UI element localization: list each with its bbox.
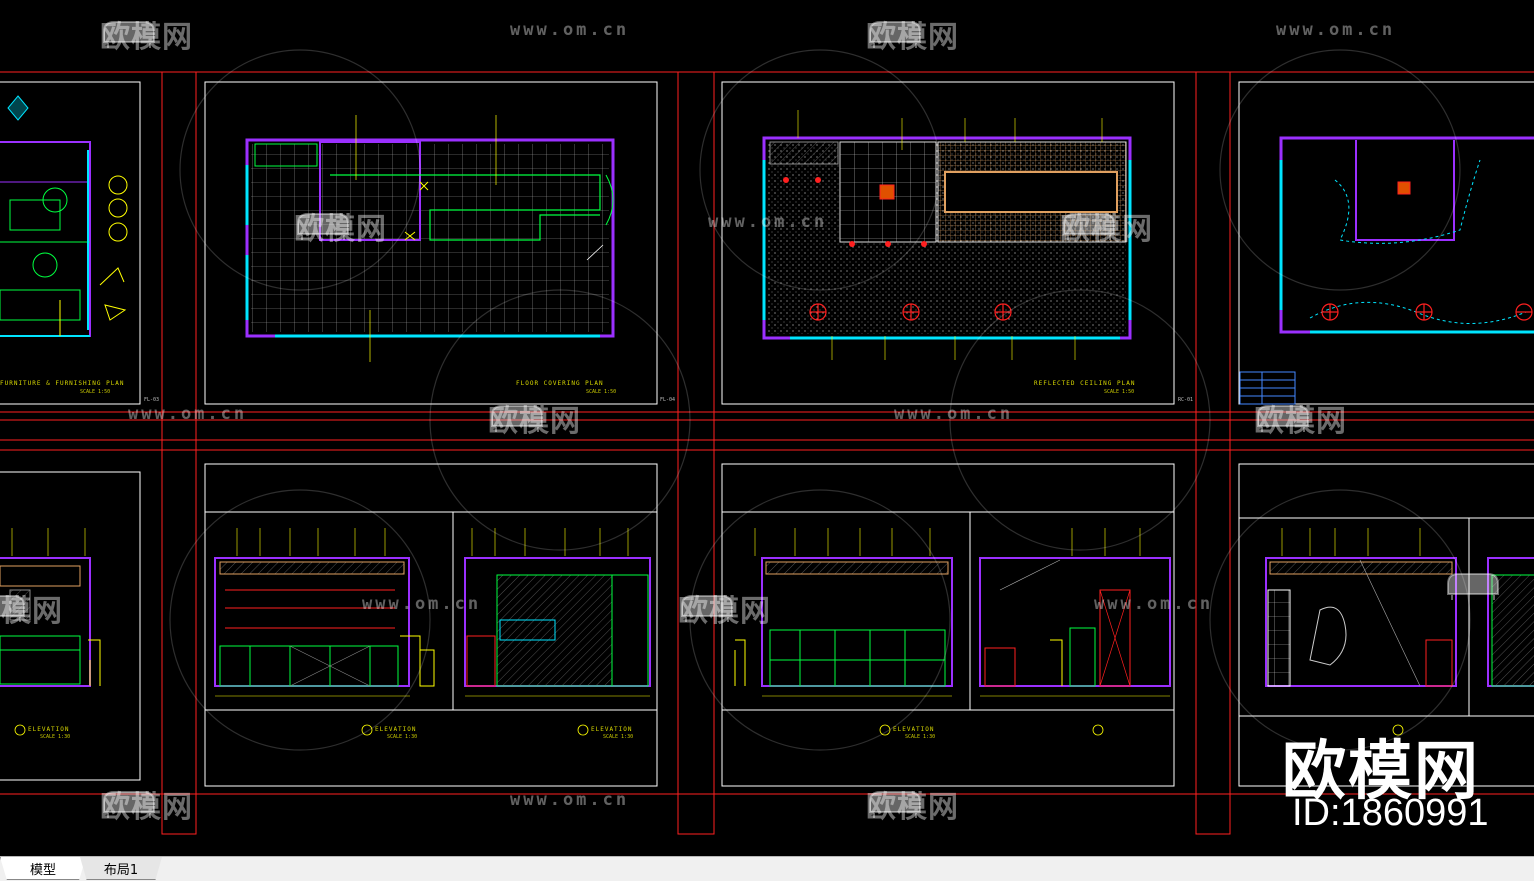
sheet-borders <box>0 81 1534 787</box>
watermark-brand: 欧模网 <box>100 782 193 826</box>
watermark-brand: 欧模网 <box>1060 204 1153 248</box>
watermark: 欧模网 <box>488 396 581 440</box>
watermark-url: www.om.cn <box>510 20 630 40</box>
elevation-3 <box>734 557 1171 687</box>
layout-tab-bar: 模型 布局1 <box>0 856 1534 881</box>
watermark-url: www.om.cn <box>128 404 248 424</box>
sofa-logo-icon <box>103 21 155 48</box>
sofa-logo-icon <box>1257 405 1309 432</box>
sheet-title-elevation-4: ELEVATION <box>893 726 935 733</box>
sheet-frames <box>0 71 1534 835</box>
sofa-logo-icon <box>103 791 155 818</box>
watermark-url: www.om.cn <box>708 212 828 232</box>
sheet-scale-elevation-2: SCALE 1:30 <box>387 734 418 740</box>
sheet-scale-elevation-3: SCALE 1:30 <box>603 734 634 740</box>
reflected-ceiling-plan <box>762 136 1132 340</box>
watermark-brand: 欧模网 <box>488 396 581 440</box>
elevation-1 <box>0 557 101 687</box>
sofa-logo-icon <box>869 21 921 48</box>
watermark-brand: 欧模网 <box>0 594 63 629</box>
watermark: 欧模网 <box>866 782 959 826</box>
tab-model[interactable]: 模型 <box>0 857 86 880</box>
sheet-title-furniture-plan: FURNITURE & FURNISHING PLAN <box>0 380 125 387</box>
dimension-leaders <box>11 110 1421 697</box>
watermark: 欧模网 <box>1254 396 1347 440</box>
watermark-brand: 欧模网 <box>678 586 771 630</box>
sheet-title-elevation-3: ELEVATION <box>591 726 633 733</box>
sheet-scale-furniture-plan: SCALE 1:50 <box>80 389 111 395</box>
watermark-rings <box>169 49 1471 751</box>
sheet-title-reflected-ceiling-plan: REFLECTED CEILING PLAN <box>1034 380 1136 387</box>
elevation-symbols <box>14 724 1404 736</box>
watermark: 欧模网 <box>100 12 193 56</box>
watermark: 欧模网 <box>1060 204 1153 248</box>
sheet-title-elevation-2: ELEVATION <box>375 726 417 733</box>
sheet-scale-floor-covering-plan: SCALE 1:50 <box>586 389 617 395</box>
elevation-2 <box>214 557 651 687</box>
brand-overlay-logo: 欧模网 <box>1282 735 1480 809</box>
sofa-logo-icon <box>491 405 543 432</box>
sheet-number-1: FL-03 <box>144 397 160 403</box>
watermark-url: www.om.cn <box>362 594 482 614</box>
sofa-logo-icon <box>1063 213 1115 240</box>
watermark-brand: 欧模网 <box>1254 396 1347 440</box>
watermark-brand: 欧模网 <box>866 782 959 826</box>
model-space-viewport[interactable]: FURNITURE & FURNISHING PLAN SCALE 1:50 F… <box>0 0 1534 856</box>
watermark: 欧模网 <box>678 586 771 630</box>
sheet-scale-elevation-1: SCALE 1:30 <box>40 734 71 740</box>
watermark-brand: 欧模网 <box>100 12 193 56</box>
watermark: 欧模网 <box>866 12 959 56</box>
sofa-logo-icon <box>297 213 349 240</box>
watermark-url: www.om.cn <box>1276 20 1396 40</box>
watermark: 欧模网 <box>0 586 63 630</box>
watermark-url: www.om.cn <box>894 404 1014 424</box>
tab-layout-1[interactable]: 布局1 <box>80 857 162 880</box>
sofa-logo-icon <box>681 595 733 622</box>
lighting-plan <box>1239 136 1534 405</box>
watermark-url: www.om.cn <box>510 790 630 810</box>
sheet-number-2: FL-04 <box>660 397 676 403</box>
sheet-scale-elevation-4: SCALE 1:30 <box>905 734 936 740</box>
watermark-brand: 欧模网 <box>866 12 959 56</box>
sofa-logo-icon <box>0 595 25 622</box>
cad-drawing <box>0 49 1534 835</box>
watermark-brand: 欧模网 <box>294 204 387 248</box>
furniture-plan <box>0 95 128 337</box>
watermark: 欧模网 <box>100 782 193 826</box>
sheet-scale-reflected-ceiling-plan: SCALE 1:50 <box>1104 389 1135 395</box>
sofa-logo-icon <box>1447 573 1499 600</box>
sheet-title-elevation-1: ELEVATION <box>28 726 70 733</box>
brand-overlay-id: ID:1860991 <box>1292 792 1489 834</box>
sofa-logo-icon <box>869 791 921 818</box>
sheet-title-floor-covering-plan: FLOOR COVERING PLAN <box>516 380 604 387</box>
elevation-4 <box>1265 557 1534 687</box>
watermark: 欧模网 <box>294 204 387 248</box>
floor-covering-plan <box>245 115 615 362</box>
sheet-number-3: RC-01 <box>1178 397 1194 403</box>
watermark-url: www.om.cn <box>1094 594 1214 614</box>
